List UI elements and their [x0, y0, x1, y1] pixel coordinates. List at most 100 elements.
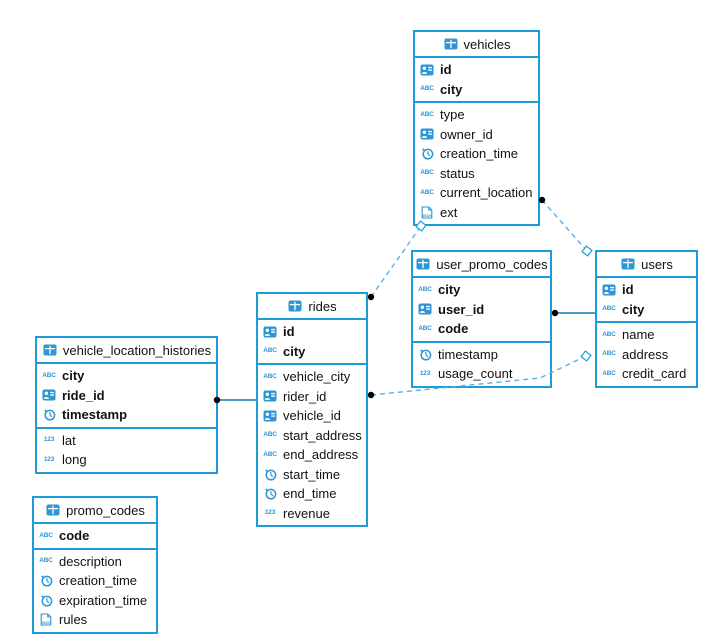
column-label: end_address — [283, 447, 359, 463]
table-icon — [45, 504, 61, 516]
column-owner_id[interactable]: owner_id — [415, 125, 538, 145]
clock-icon — [262, 468, 278, 481]
table-title: rides — [308, 298, 337, 314]
clock-icon — [419, 147, 435, 160]
column-label: credit_card — [622, 366, 687, 382]
abc-icon: ABC — [418, 324, 432, 332]
number-icon: 123 — [43, 455, 55, 463]
json-icon: JSON — [38, 613, 54, 626]
column-ride_id[interactable]: ride_id — [37, 386, 216, 406]
column-label: vehicle_city — [283, 369, 351, 385]
svg-text:JSON: JSON — [41, 621, 51, 625]
column-label: id — [283, 324, 295, 340]
table-header-vehicles[interactable]: vehicles — [415, 32, 538, 58]
clock-icon — [38, 594, 54, 607]
id-card-icon — [601, 284, 617, 296]
clock-icon — [41, 408, 57, 421]
table-title: user_promo_codes — [436, 256, 548, 272]
table-icon — [42, 344, 58, 356]
column-credit_card[interactable]: ABC credit_card — [597, 364, 696, 384]
column-name[interactable]: ABC name — [597, 325, 696, 345]
relationship-dot-marker — [367, 391, 375, 399]
relationship-diamond-marker — [581, 245, 593, 257]
column-user_id[interactable]: user_id — [413, 300, 550, 320]
column-label: timestamp — [62, 407, 128, 423]
column-label: revenue — [283, 505, 330, 521]
column-id[interactable]: id — [597, 280, 696, 300]
column-label: usage_count — [438, 366, 513, 382]
column-label: rider_id — [283, 388, 327, 404]
column-creation_time[interactable]: creation_time — [34, 571, 156, 591]
column-id[interactable]: id — [415, 60, 538, 80]
abc-icon: ABC — [418, 285, 432, 293]
column-label: current_location — [440, 185, 533, 201]
table-header-vehicle_location_histories[interactable]: vehicle_location_histories — [37, 338, 216, 364]
table-title: promo_codes — [66, 502, 145, 518]
table-header-promo_codes[interactable]: promo_codes — [34, 498, 156, 524]
column-vehicle_id[interactable]: vehicle_id — [258, 406, 366, 426]
column-id[interactable]: id — [258, 322, 366, 342]
column-label: city — [62, 368, 85, 384]
column-label: code — [59, 528, 90, 544]
column-creation_time[interactable]: creation_time — [415, 144, 538, 164]
column-timestamp[interactable]: timestamp — [413, 345, 550, 365]
column-label: city — [283, 343, 306, 359]
svg-text:JSON: JSON — [422, 214, 432, 218]
column-label: long — [62, 452, 87, 468]
column-end_time[interactable]: end_time — [258, 484, 366, 504]
abc-icon: ABC — [602, 305, 616, 312]
id-card-icon — [262, 326, 278, 338]
table-title: vehicle_location_histories — [62, 342, 212, 358]
column-label: ext — [440, 204, 458, 220]
id-card-icon — [41, 389, 57, 401]
clock-icon — [262, 487, 278, 500]
table-header-users[interactable]: users — [597, 252, 696, 278]
column-label: name — [622, 327, 655, 343]
abc-icon: ABC — [602, 330, 616, 338]
column-timestamp[interactable]: timestamp — [37, 405, 216, 425]
column-rider_id[interactable]: rider_id — [258, 387, 366, 407]
abc-icon: ABC — [602, 369, 616, 377]
column-label: description — [59, 553, 122, 569]
column-label: start_address — [283, 427, 362, 443]
relationship-vehicles-users[interactable] — [541, 199, 588, 252]
column-long[interactable]: 123 long — [37, 450, 216, 470]
table-header-rides[interactable]: rides — [258, 294, 366, 320]
column-expiration_time[interactable]: expiration_time — [34, 591, 156, 611]
column-start_time[interactable]: start_time — [258, 465, 366, 485]
column-label: lat — [62, 432, 76, 448]
column-ext[interactable]: JSON ext — [415, 203, 538, 223]
column-label: type — [440, 107, 465, 123]
table-header-user_promo_codes[interactable]: user_promo_codes — [413, 252, 550, 278]
